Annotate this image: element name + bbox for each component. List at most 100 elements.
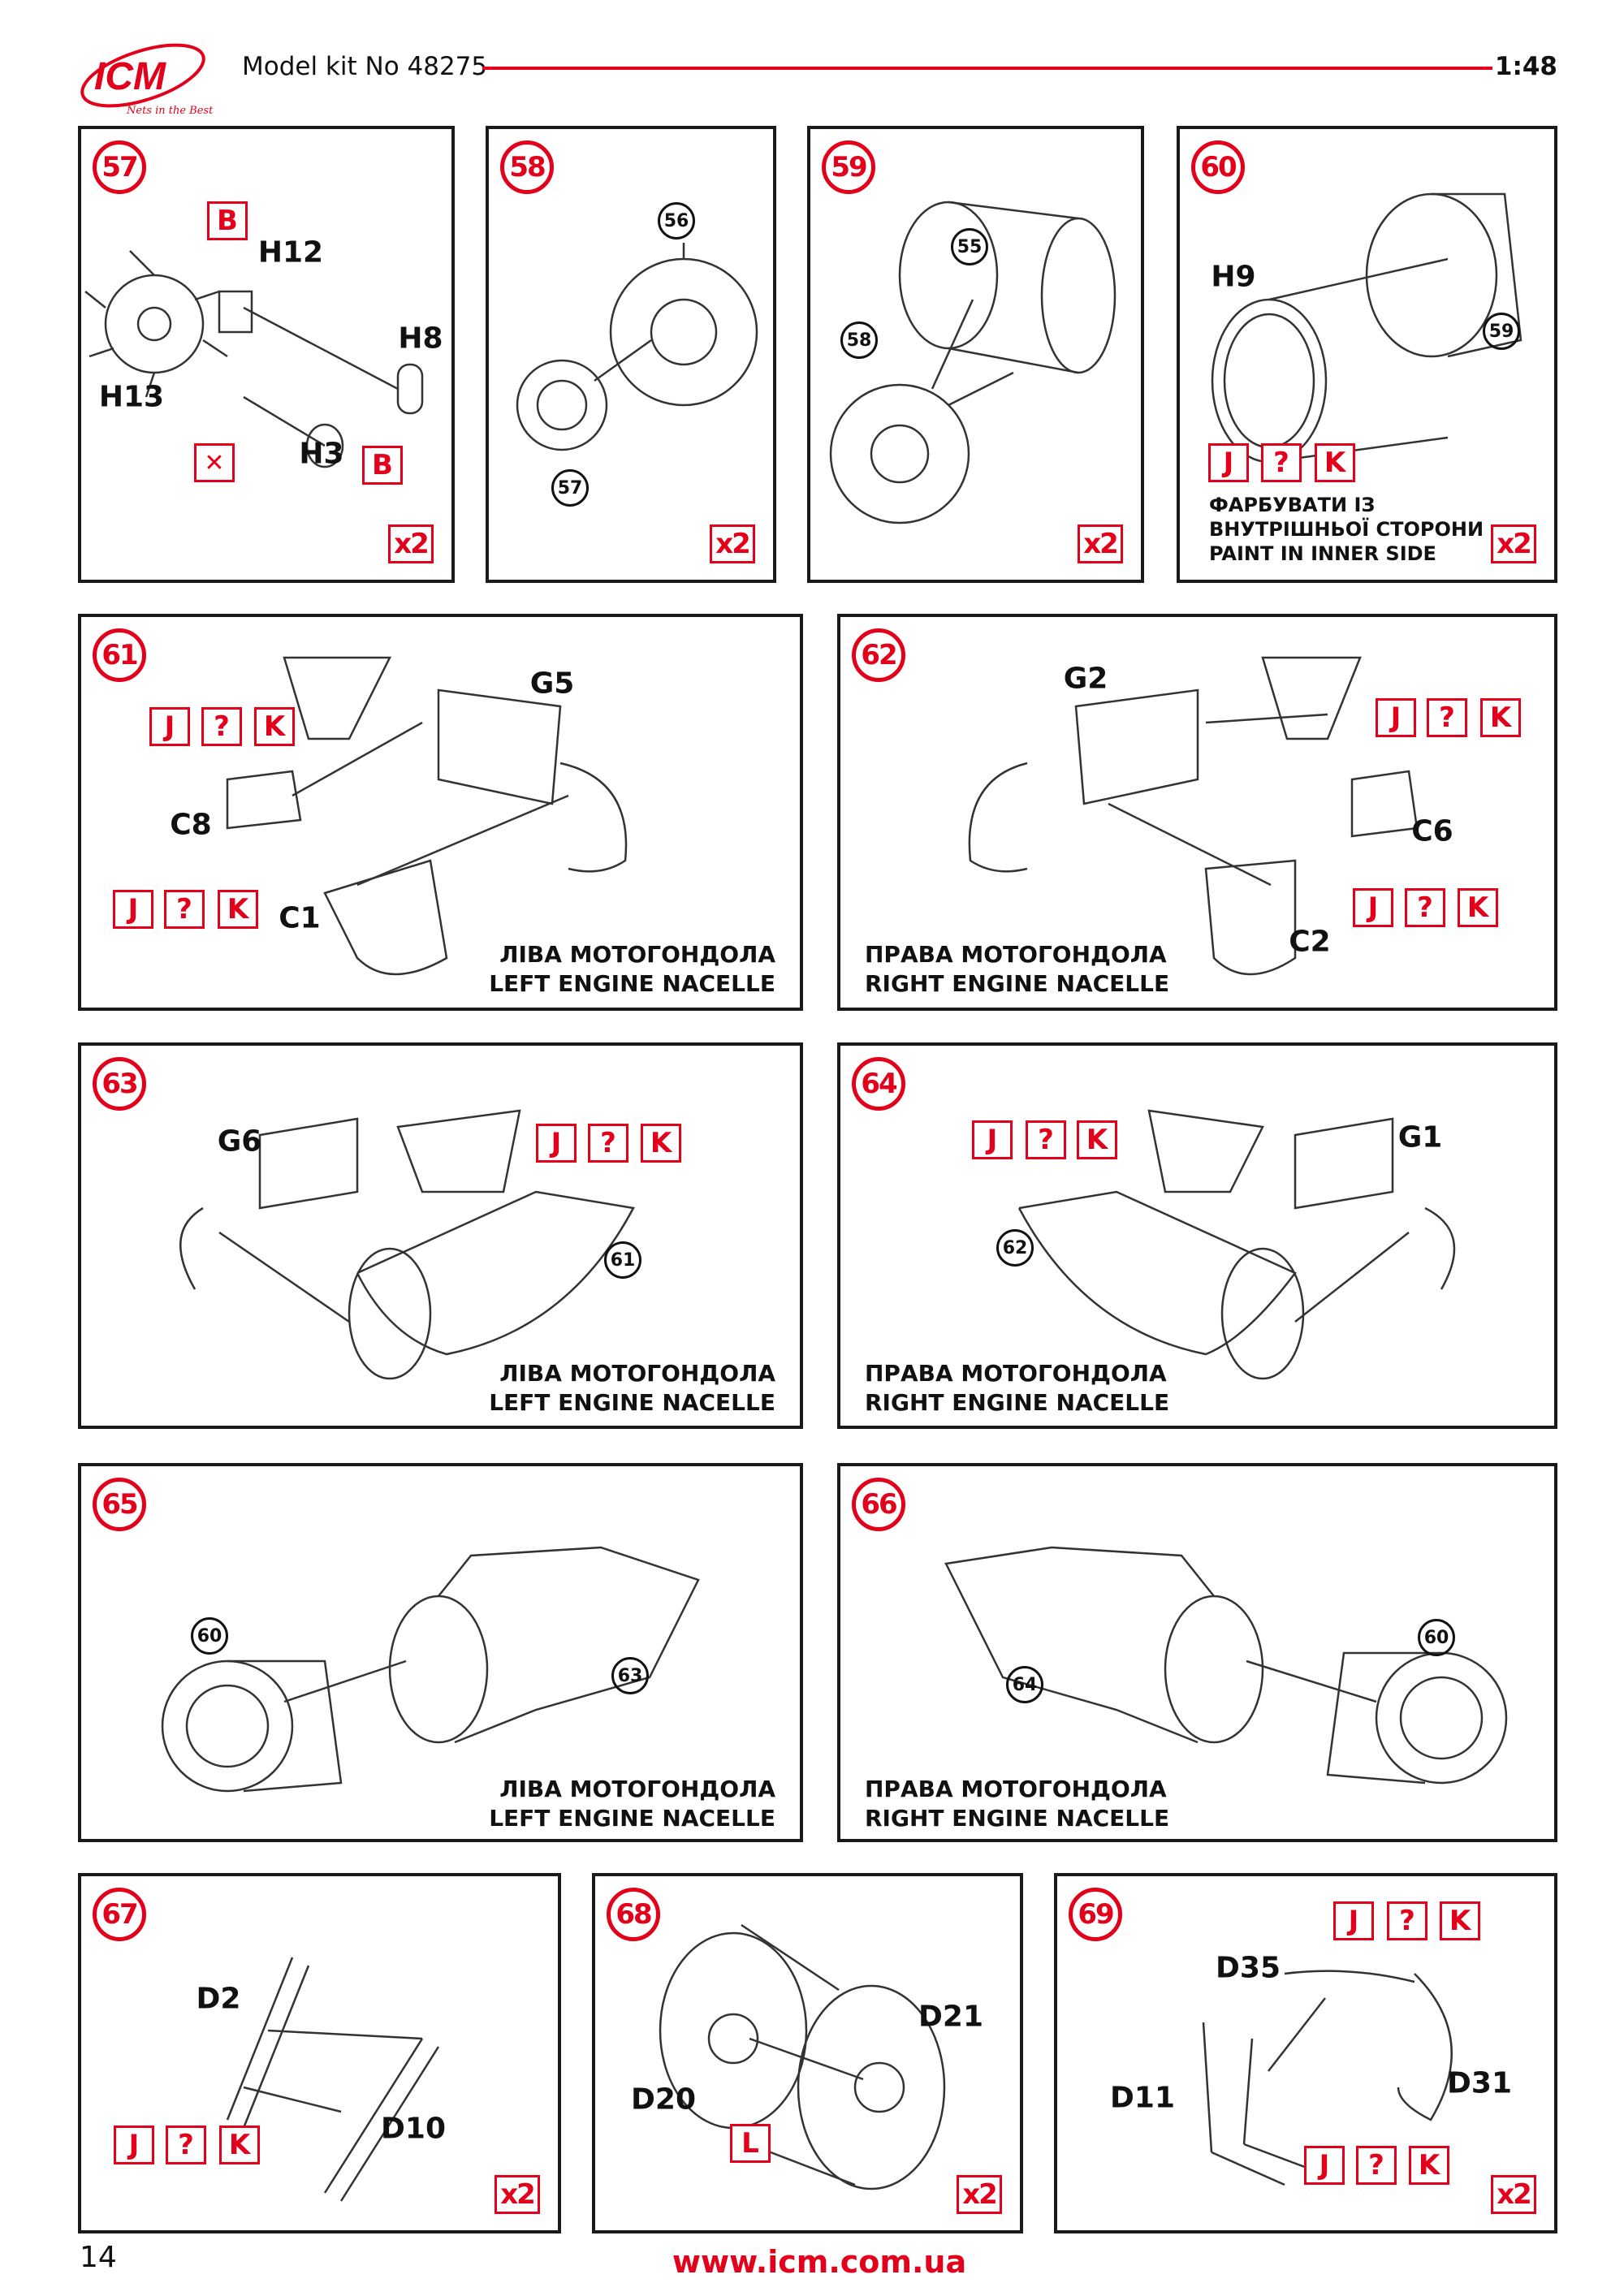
paint-box-j: J — [1208, 443, 1249, 482]
part-label: H12 — [257, 235, 324, 270]
part-label: G6 — [217, 1124, 262, 1159]
paint-box-j: J — [1353, 888, 1393, 927]
caption-en: RIGHT ENGINE NACELLE — [865, 970, 1170, 997]
part-label: G5 — [529, 667, 575, 701]
caption-en: LEFT ENGINE NACELLE — [489, 1389, 775, 1416]
paint-box-unknown: ? — [1356, 2146, 1397, 2185]
paint-box-k: K — [1315, 443, 1355, 482]
paint-box-j: J — [536, 1124, 577, 1163]
part-label: D10 — [381, 2112, 446, 2146]
step-59-panel: 59 55 58 x2 — [807, 126, 1144, 583]
paint-box-l: L — [730, 2124, 771, 2163]
part-label: G2 — [1063, 662, 1108, 696]
svg-text:ICM: ICM — [94, 55, 166, 98]
paint-box-j: J — [1376, 698, 1416, 737]
step-number: 64 — [852, 1057, 905, 1111]
step-reference: 55 — [951, 228, 988, 265]
paint-box-unknown: ? — [166, 2126, 206, 2164]
scale-label: 1:48 — [1494, 52, 1557, 81]
step-58-panel: 58 56 57 x2 — [486, 126, 776, 583]
paint-box-unknown: ? — [1387, 1901, 1427, 1940]
paint-box-unknown: ? — [588, 1124, 628, 1163]
icm-logo: ICM Nets in the Best — [78, 39, 216, 117]
step-reference: 62 — [996, 1229, 1034, 1267]
paint-box-k: K — [1440, 1901, 1480, 1940]
part-label: C6 — [1411, 814, 1453, 848]
multiplier-badge: x2 — [1491, 524, 1536, 563]
step-reference: 64 — [1006, 1666, 1043, 1703]
step-number: 66 — [852, 1478, 905, 1531]
paint-box-unknown: ? — [1405, 888, 1445, 927]
part-label: D31 — [1447, 2066, 1512, 2100]
paint-note: ФАРБУВАТИ ІЗ ВНУТРІШНЬОЇ СТОРОНИ PAINT I… — [1209, 493, 1484, 566]
header-rule — [482, 67, 1492, 70]
part-label: D20 — [631, 2082, 696, 2117]
page-number: 14 — [80, 2241, 117, 2274]
paint-box-b: B — [207, 201, 248, 240]
caption-ua: ПРАВА МОТОГОНДОЛА — [865, 941, 1167, 968]
part-label: D21 — [918, 2000, 983, 2034]
paint-box-k: K — [1480, 698, 1521, 737]
fan-assembly-drawing — [84, 250, 424, 468]
part-label: C2 — [1289, 925, 1331, 959]
caption-ua: ЛІВА МОТОГОНДОЛА — [499, 1776, 775, 1802]
part-label: H9 — [1211, 260, 1256, 294]
caption-ua: ЛІВА МОТОГОНДОЛА — [499, 941, 775, 968]
note-line: ФАРБУВАТИ ІЗ — [1209, 494, 1376, 516]
step-number: 67 — [93, 1888, 146, 1941]
paint-box-unknown: ? — [1427, 698, 1467, 737]
step-69-panel: 69 J ? K D35 D11 D31 J ? K x2 — [1054, 1873, 1557, 2233]
part-label: D35 — [1216, 1951, 1281, 1985]
step-reference: 57 — [551, 469, 589, 507]
paint-box-k: K — [218, 890, 258, 929]
no-glue-icon: ✕ — [194, 443, 235, 482]
step-57-panel: 57 B H12 H8 H13 H3 B ✕ x2 — [78, 126, 455, 583]
caption-ua: ПРАВА МОТОГОНДОЛА — [865, 1360, 1167, 1387]
step-number: 63 — [93, 1057, 146, 1111]
step-67-panel: 67 D2 D10 J ? K x2 — [78, 1873, 561, 2233]
landing-gear-strut-drawing — [226, 1957, 440, 2202]
step-reference: 58 — [840, 322, 878, 359]
paint-box-j: J — [114, 2126, 154, 2164]
step-number: 65 — [93, 1478, 146, 1531]
step-reference: 61 — [604, 1241, 641, 1279]
multiplier-badge: x2 — [388, 524, 434, 563]
caption-ua: ЛІВА МОТОГОНДОЛА — [499, 1360, 775, 1387]
left-nacelle-final-drawing — [161, 1546, 700, 1793]
paint-box-k: K — [1458, 888, 1498, 927]
part-label: D2 — [196, 1982, 241, 2016]
left-nacelle-parts-drawing — [226, 656, 628, 976]
website-link[interactable]: www.icm.com.ua — [672, 2244, 967, 2280]
paint-box-k: K — [1409, 2146, 1449, 2185]
note-line: PAINT IN INNER SIDE — [1209, 542, 1436, 565]
paint-box-unknown: ? — [1261, 443, 1302, 482]
kit-title: Model kit No 48275 — [242, 52, 488, 81]
step-68-panel: 68 D21 D20 L x2 — [592, 1873, 1023, 2233]
paint-box-unknown: ? — [201, 707, 242, 746]
multiplier-badge: x2 — [495, 2175, 540, 2214]
caption-en: RIGHT ENGINE NACELLE — [865, 1389, 1170, 1416]
step-number: 57 — [93, 140, 146, 194]
caption-en: LEFT ENGINE NACELLE — [489, 970, 775, 997]
paint-box-j: J — [1304, 2146, 1345, 2185]
step-reference: 56 — [658, 202, 695, 240]
step-number: 62 — [852, 628, 905, 682]
step-62-panel: 62 G2 J ? K C6 J ? K C2 ПРАВА МОТОГОНДОЛ… — [837, 614, 1557, 1011]
main-gear-drawing — [1202, 1970, 1453, 2186]
caption-en: RIGHT ENGINE NACELLE — [865, 1805, 1170, 1832]
paint-box-unknown: ? — [1026, 1120, 1066, 1159]
step-number: 68 — [607, 1888, 660, 1941]
step-number: 69 — [1069, 1888, 1122, 1941]
step-reference: 60 — [1418, 1619, 1455, 1656]
step-number: 58 — [500, 140, 554, 194]
right-nacelle-parts-drawing — [968, 656, 1419, 976]
step-number: 59 — [822, 140, 875, 194]
paint-box-k: K — [1077, 1120, 1117, 1159]
multiplier-badge: x2 — [957, 2175, 1002, 2214]
svg-text:Nets in the Best: Nets in the Best — [126, 105, 214, 117]
paint-box-k: K — [254, 707, 295, 746]
